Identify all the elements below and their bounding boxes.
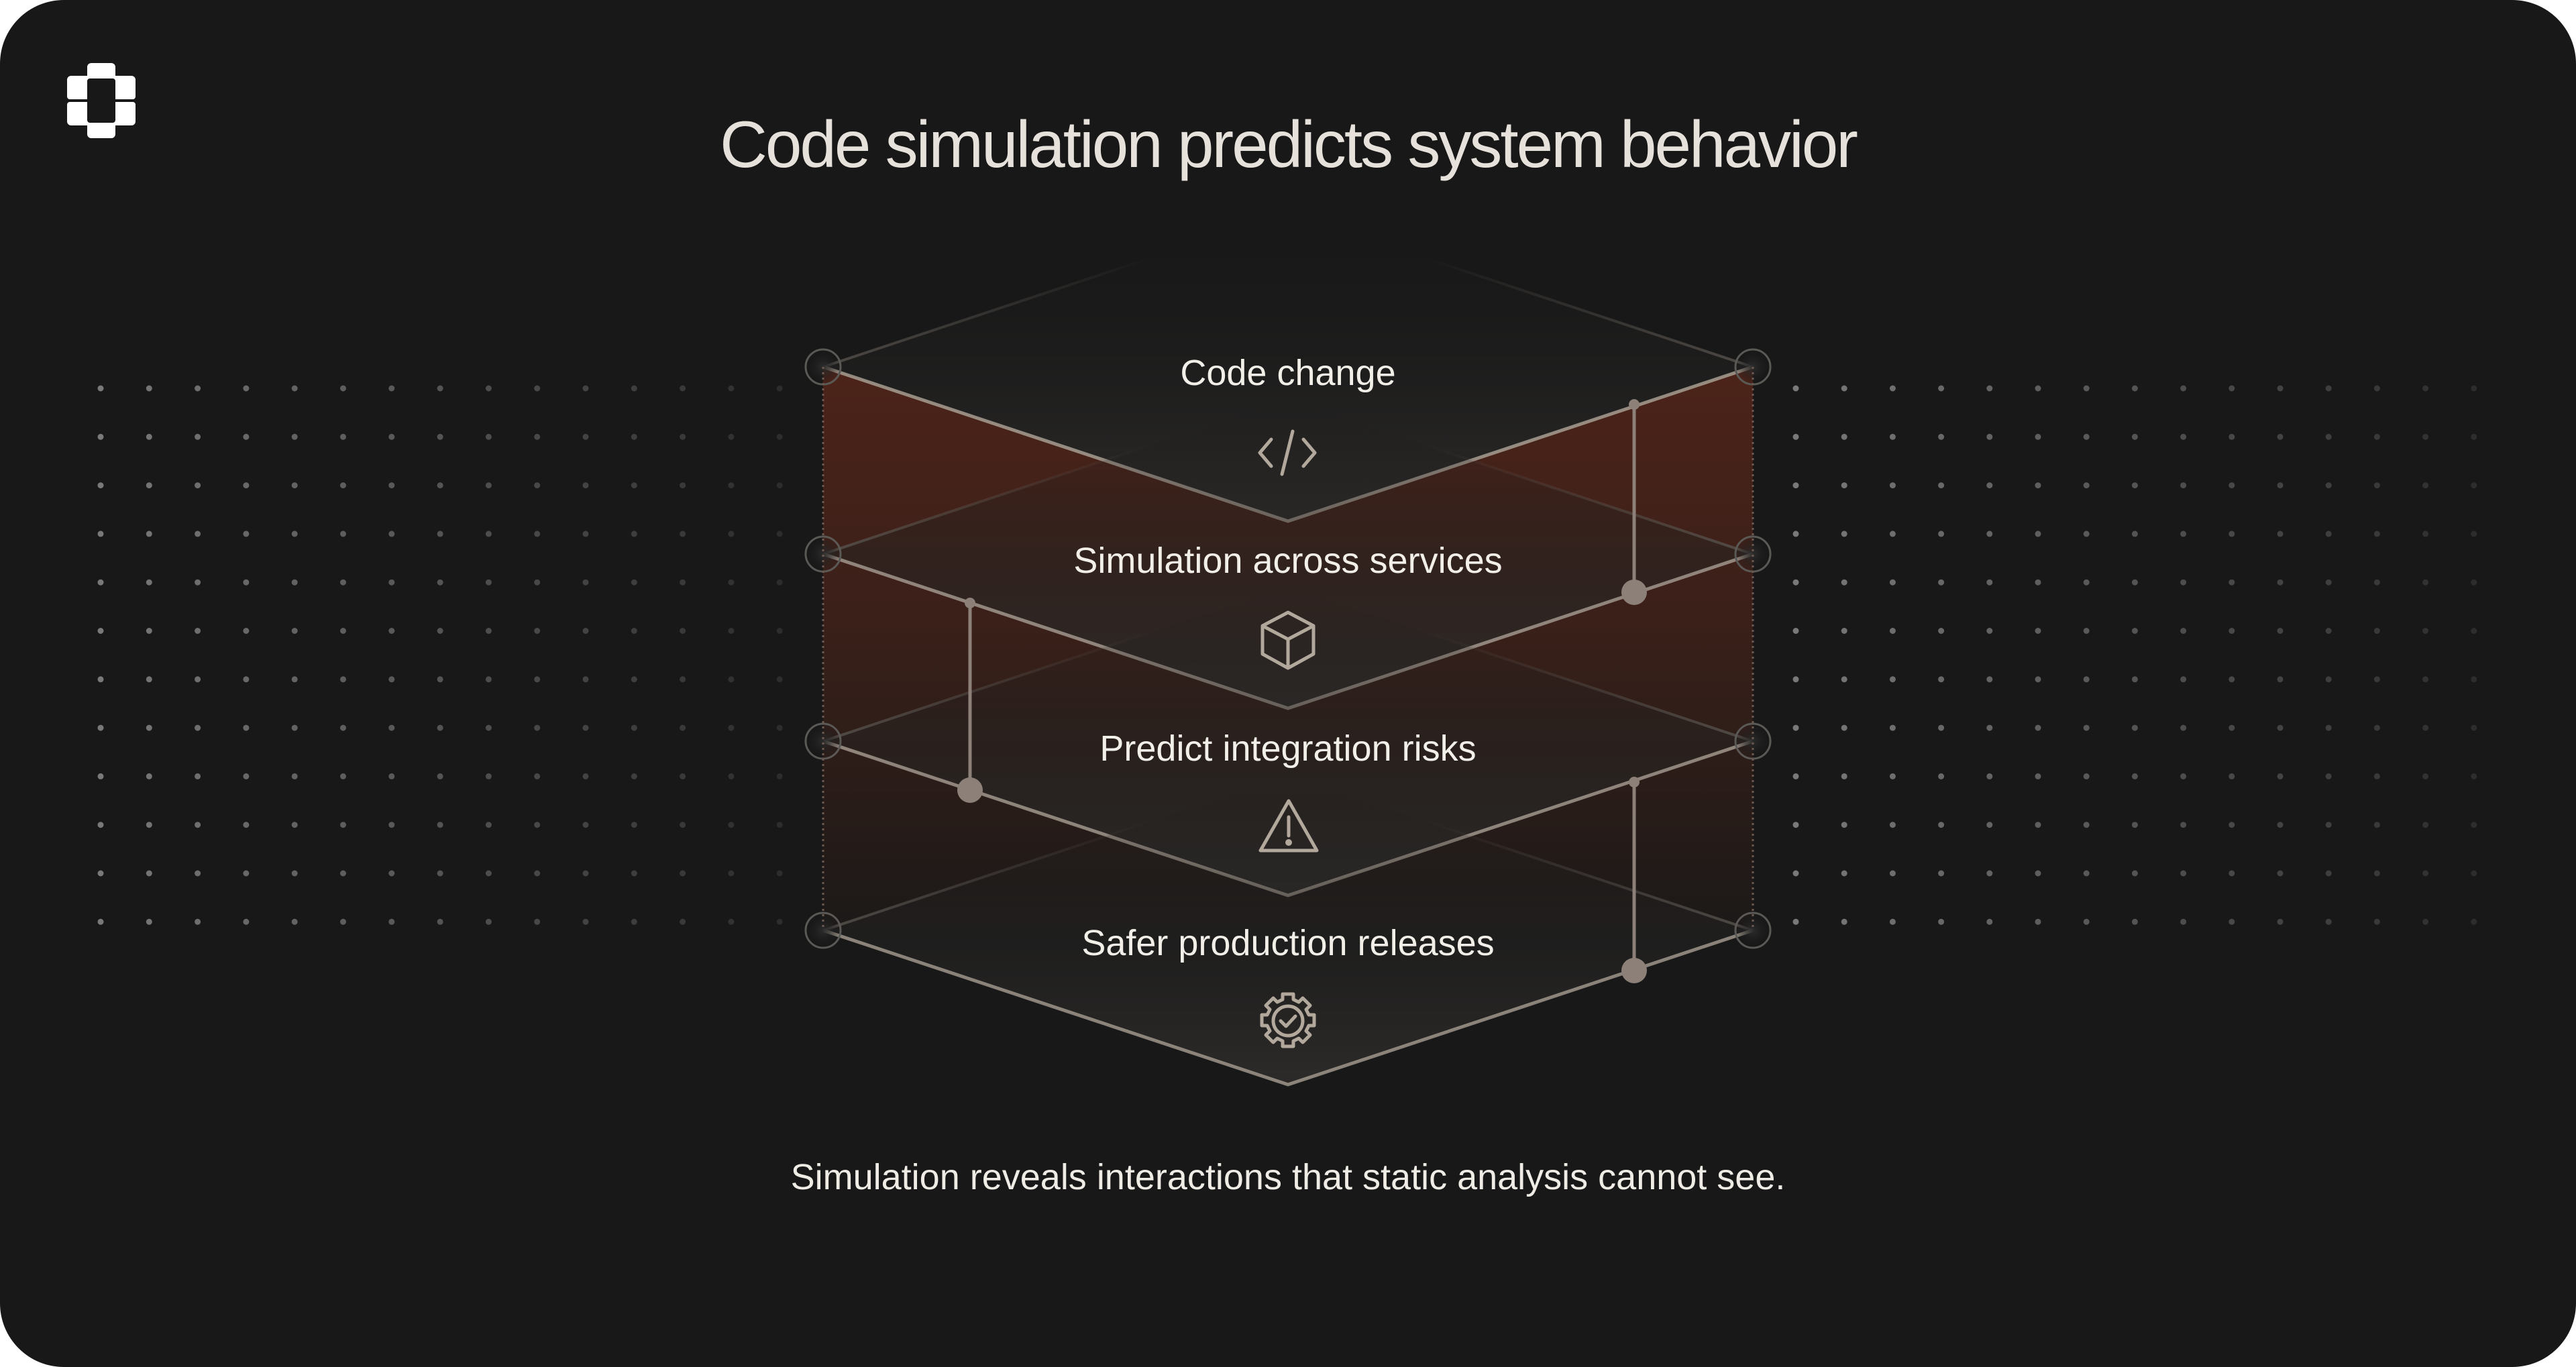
code-icon	[1258, 429, 1317, 476]
connector-left-middle	[957, 598, 983, 803]
dot-grid-right	[1792, 385, 2477, 925]
cube-icon	[1260, 610, 1316, 670]
gear-check-icon	[1260, 992, 1316, 1048]
layer-label-simulation: Simulation across services	[1073, 541, 1503, 581]
warning-icon	[1258, 799, 1319, 853]
connector-right-bottom	[1621, 777, 1647, 983]
layer-label-safer-releases: Safer production releases	[1081, 923, 1495, 963]
layer-label-predict-risks: Predict integration risks	[1099, 728, 1477, 769]
caption-text: Simulation reveals interactions that sta…	[790, 1157, 1786, 1197]
brand-logo-icon	[67, 63, 136, 138]
dot-grid-left	[97, 385, 783, 925]
connector-right-top	[1621, 399, 1647, 605]
page-title: Code simulation predicts system behavior	[720, 107, 1858, 181]
layer-label-code-change: Code change	[1180, 353, 1396, 393]
